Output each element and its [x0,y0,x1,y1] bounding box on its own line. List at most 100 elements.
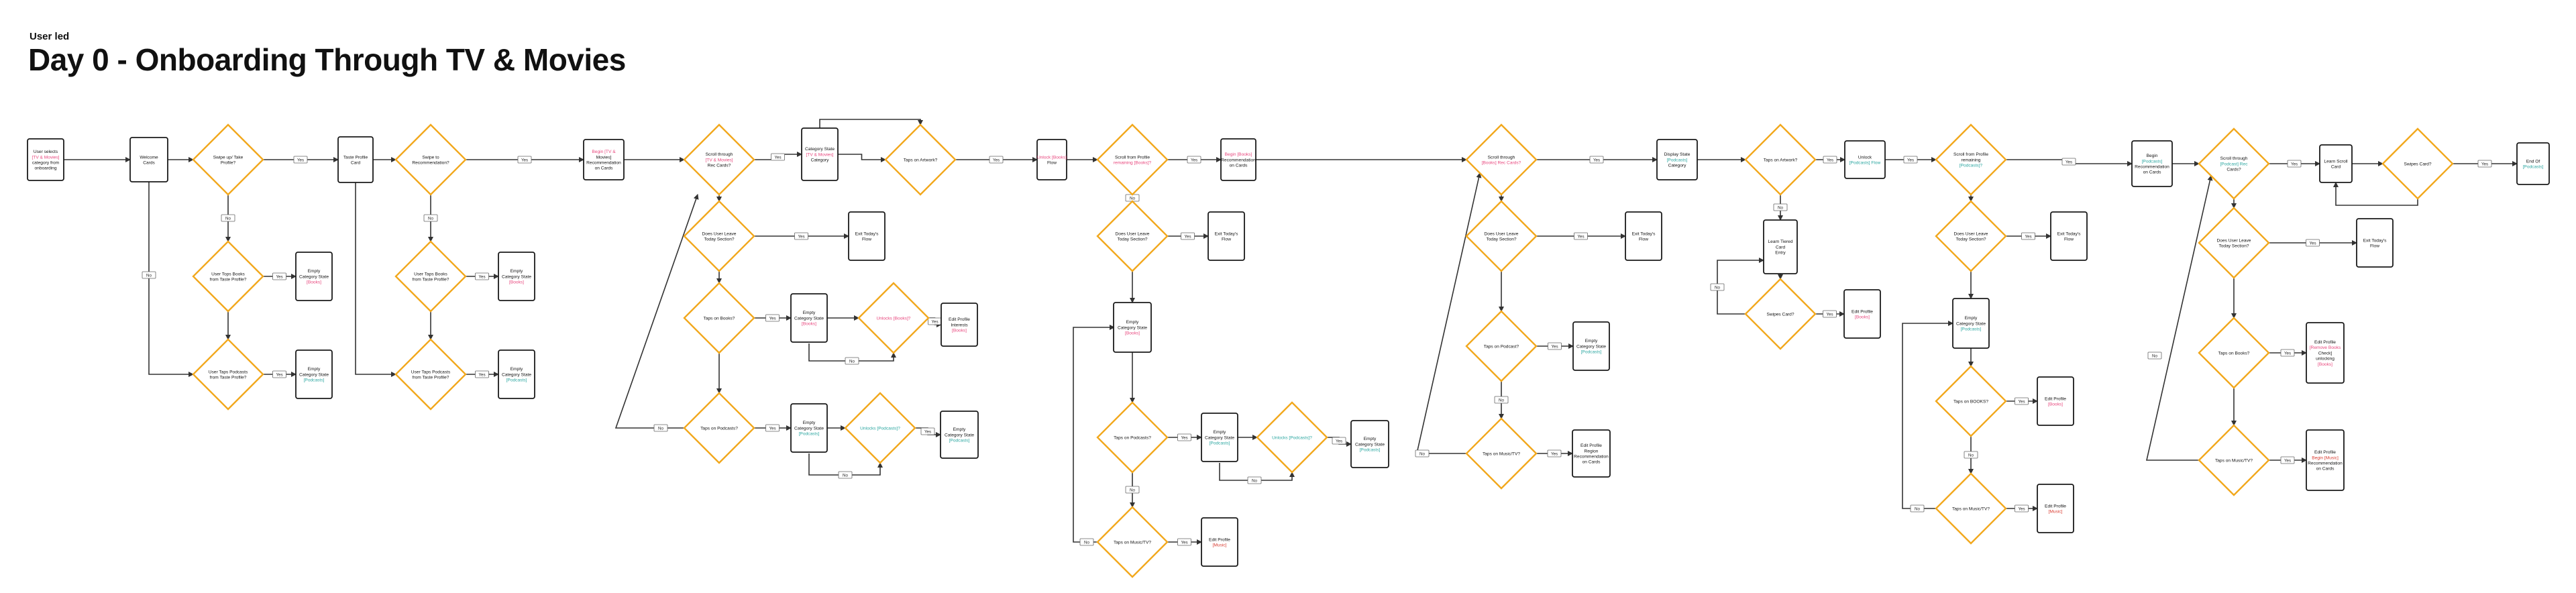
node-text: Unlock [1858,155,1872,160]
decision-diamond [857,282,930,354]
process-s1: User selects[TV & Movies]category fromon… [27,138,64,181]
decision-diamond [1465,123,1538,196]
node-text: [Books] [2048,402,2063,407]
decision-diamond [683,200,755,272]
node-text: Card [2331,165,2341,170]
decision-diamond [844,392,916,464]
node-text: Scroll through [706,152,733,157]
svg-text:Yes: Yes [2291,162,2298,166]
svg-text:Yes: Yes [1907,158,1914,162]
node-text: Recommendation? [412,161,449,166]
svg-text:Yes: Yes [1826,312,1833,317]
edge-label-yes: Yes [1181,232,1195,240]
process-box [2050,211,2088,261]
node-text: Recommendation [1221,158,1256,162]
node-text: Swipe up/ Take [213,155,244,160]
node-text: Category State [794,426,824,431]
edge-label-yes: Yes [1177,538,1191,546]
svg-text:Yes: Yes [1181,540,1187,545]
edge-label-yes: Yes [989,156,1004,164]
svg-text:Yes: Yes [2284,351,2291,356]
process-b-unlock2: Unlock[Podcasts] Flow [1844,140,1886,179]
node-text: Learn Tiered [1768,239,1792,244]
edge-label-yes: Yes [1589,156,1604,164]
node-text: [Books] [2318,362,2332,367]
node-text: [Music] [2049,510,2063,515]
decision-diamond [683,123,755,196]
node-text: on Cards [2143,170,2161,175]
process-box [1952,298,1990,349]
node-text: [Podcasts] [1210,441,1230,446]
process-box [337,136,374,183]
node-text: remaining [1962,158,1981,162]
loop-arrow [355,182,396,377]
process-b-cat1: Category State[TV & Movies]Category [801,127,839,181]
edge-label-yes: Yes [272,272,286,280]
node-text: Category State [502,372,531,377]
edge-label-yes: Yes [2280,349,2295,357]
edge-label-yes: Yes [272,370,286,378]
node-text: Empty [1965,316,1978,321]
node-text: [Books] [1125,331,1140,336]
node-text: [Podcasts] [799,432,820,437]
svg-text:Yes: Yes [769,316,775,321]
node-text: Edit Profile [2045,504,2066,508]
decision-d-music2: Taps on Music/TV? [1465,417,1538,490]
node-text: Rec Cards? [708,164,731,168]
flow-arrow [838,154,886,162]
node-text: [TV & Movies] [32,155,59,160]
node-text: Recommendation [586,161,621,166]
svg-text:No: No [658,426,663,431]
svg-text:Yes: Yes [2018,506,2025,511]
edge-label-yes: Yes [1823,310,1837,318]
decision-diamond [1465,200,1538,272]
process-b-edit5: Edit Profile[Books] [2037,376,2074,426]
decision-diamond [192,338,264,411]
node-text: Display State [1664,152,1690,157]
node-text: [Podcasts] [1360,448,1381,453]
node-text: Begin [Books] [1225,152,1252,157]
node-text: Category State [1118,325,1147,330]
process-box [1208,211,1245,261]
node-text: Movies] [596,155,612,160]
process-b-unlock-flow: Unlock [Books]Flow [1036,139,1067,180]
decision-diamond [683,282,755,354]
svg-text:Yes: Yes [1577,234,1584,239]
node-text: Exit Today's [2363,238,2387,243]
decision-diamond [1096,401,1169,474]
svg-text:Yes: Yes [2284,458,2291,463]
decision-diamond [1096,123,1169,196]
node-text: [TV & Movies] [705,158,733,162]
edge-label-no: No [1079,538,1094,546]
decision-d-books2: Taps on BOOKS? [1935,365,2007,437]
decision-d-swipe3: Swipes Card? [1744,278,1817,350]
node-text: Cards? [2226,168,2241,172]
node-text: User Taps Podcasts [209,370,248,374]
svg-text:Yes: Yes [1551,451,1558,456]
edge-label-no: No [1494,396,1509,404]
loop-arrow [819,119,923,128]
process-box [941,303,978,347]
edge-label-no: No [423,214,438,222]
edge-label-yes: Yes [928,317,942,325]
decision-diamond [683,392,755,464]
edge-label-yes: Yes [1548,342,1562,350]
node-text: Recommendation [1574,455,1609,460]
process-box [1625,211,1662,261]
node-text: [Remove Books [2310,345,2341,350]
loop-arrow [1902,321,1953,509]
node-text: [Podcasts] [1667,158,1688,162]
node-text: Scroll from Profile [1953,152,1988,157]
node-text: Flow [2064,237,2074,242]
node-text: Exit Today's [2057,231,2082,236]
node-text: on Cards [2316,467,2334,472]
svg-text:Yes: Yes [297,158,304,162]
decision-diamond [394,123,467,196]
